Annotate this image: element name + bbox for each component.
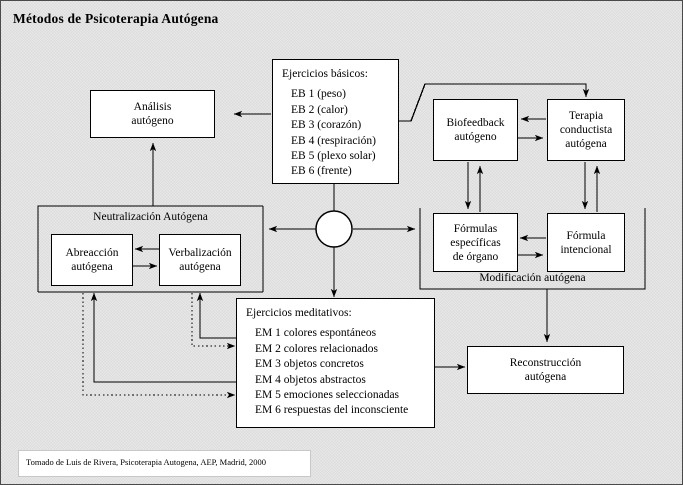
node-reconstruccion-line1: Reconstrucción — [509, 357, 582, 369]
eb-item-3: EB 3 (corazón) — [291, 119, 362, 132]
node-ejercicios-meditativos[interactable]: Ejercicios meditativos: EM 1 colores esp… — [236, 298, 435, 428]
node-analisis-line1: Análisis — [133, 101, 172, 113]
edge-em-to-abreaccion — [90, 292, 237, 383]
node-terapia-line1: Terapia — [568, 110, 604, 122]
node-formulas-line2: específicas — [450, 236, 501, 249]
node-biofeedback-line2: autógeno — [454, 131, 497, 143]
em-item-3: EM 3 objetos concretos — [255, 358, 364, 371]
node-verbalizacion-line1: Verbalización — [168, 247, 232, 259]
group-frame-modificacion — [419, 208, 646, 290]
edge-abreaccion-to-em-dotted — [82, 293, 236, 399]
node-verbalizacion-autogena[interactable]: Verbalización autógena — [159, 234, 241, 286]
eb-item-1: EB 1 (peso) — [291, 88, 346, 101]
node-formulas-line3: de órgano — [452, 250, 499, 263]
node-abreaccion-line2: autógena — [71, 261, 113, 273]
node-verbalizacion-line2: autógena — [179, 261, 221, 273]
group-label-neutralizacion: Neutralización Autógena — [93, 211, 208, 223]
em-item-5: EM 5 emociones seleccionadas — [255, 389, 400, 402]
em-heading: Ejercicios meditativos: — [246, 307, 352, 319]
group-label-modificacion: Modificación autógena — [479, 272, 586, 284]
node-abreaccion-line1: Abreacción — [65, 247, 119, 259]
node-reconstruccion-line2: autógena — [524, 371, 567, 383]
central-hub-node — [315, 210, 353, 248]
group-frame-neutralizacion — [37, 205, 250, 292]
em-item-4: EM 4 objetos abstractos — [255, 373, 366, 386]
eb-item-4: EB 4 (respiración) — [291, 134, 376, 147]
node-terapia-line3: autógena — [565, 138, 607, 150]
node-abreaccion-autogena[interactable]: Abreacción autógena — [51, 234, 133, 286]
eb-item-2: EB 2 (calor) — [291, 103, 348, 116]
node-biofeedback-line1: Biofeedback — [446, 117, 505, 129]
node-reconstruccion-autogena[interactable]: Reconstrucción autógena — [467, 346, 624, 394]
edge-em-to-verbalizacion — [196, 292, 237, 339]
em-item-6: EM 6 respuestas del inconsciente — [255, 404, 409, 417]
node-analisis-line2: autógeno — [131, 115, 174, 127]
node-intencional-line2: intencional — [560, 243, 612, 256]
edge-eb-to-terapia — [399, 83, 590, 122]
node-analisis-autogeno[interactable]: Análisis autógeno — [90, 90, 215, 138]
node-biofeedback-autogeno[interactable]: Biofeedback autógeno — [433, 99, 518, 161]
em-item-2: EM 2 colores relacionados — [255, 342, 378, 355]
node-terapia-conductista-autogena[interactable]: Terapia conductista autógena — [547, 99, 625, 161]
eb-heading: Ejercicios básicos: — [282, 68, 368, 80]
eb-item-6: EB 6 (frente) — [291, 165, 352, 178]
node-intencional-line1: Fórmula — [566, 229, 606, 242]
node-formulas-especificas-de-organo[interactable]: Fórmulas específicas de órgano — [433, 213, 518, 272]
em-item-1: EM 1 colores espontáneos — [255, 327, 377, 340]
page-title: Métodos de Psicoterapia Autógena — [13, 11, 219, 26]
node-ejercicios-basicos[interactable]: Ejercicios básicos: EB 1 (peso) EB 2 (ca… — [272, 59, 399, 184]
node-formula-intencional[interactable]: Fórmula intencional — [547, 213, 625, 272]
eb-item-5: EB 5 (plexo solar) — [291, 150, 376, 163]
node-formulas-line1: Fórmulas — [453, 222, 498, 235]
edge-verbalizacion-to-em-dotted — [191, 293, 236, 350]
source-citation: Tomado de Luis de Rivera, Psicoterapia A… — [18, 450, 311, 477]
node-terapia-line2: conductista — [559, 124, 613, 136]
